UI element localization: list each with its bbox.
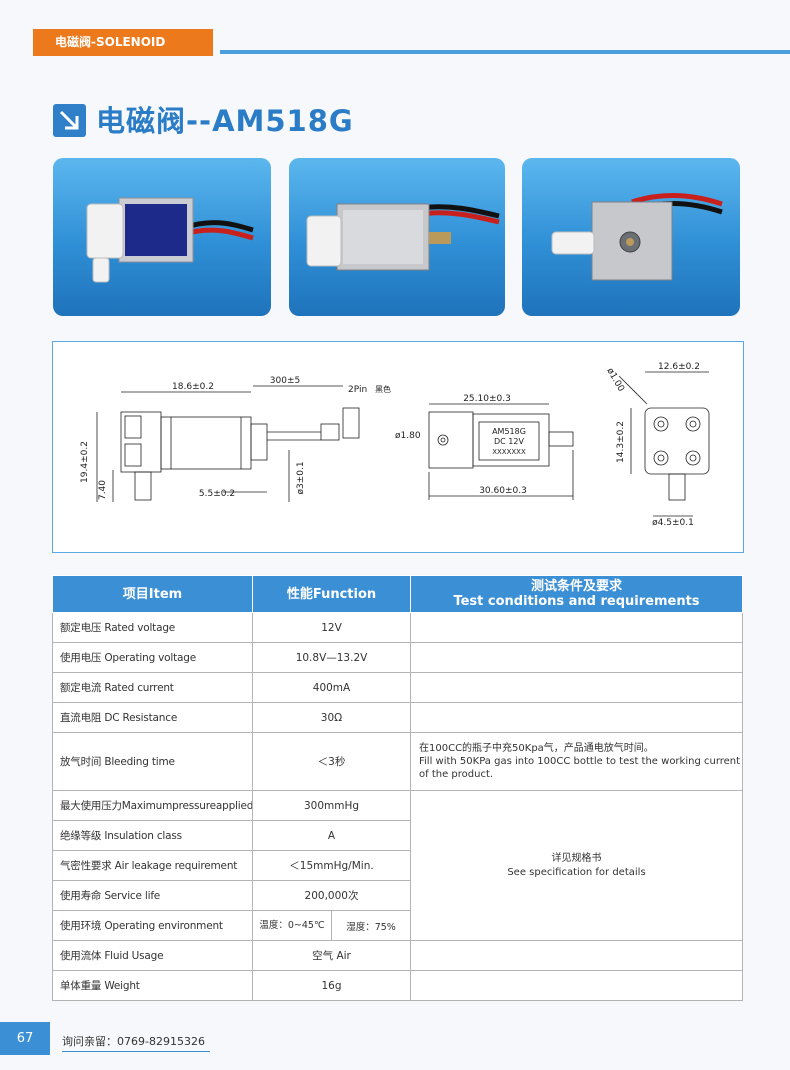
dimension-drawing: 18.6±0.2 300±5 2Pin 黑色 19.4±0.2 7.40 5.5… [52,341,744,553]
front-view [96,385,360,502]
environment-humidity: 湿度：75% [346,921,396,933]
table-row: 气密性要求 Air leakage requirement ＜15mmHg/Mi… [52,850,743,881]
top-dim-hole: ø1.80 [395,431,421,441]
row-condition [410,612,743,643]
row-function: 12V [252,612,411,643]
front-dim-lead: 300±5 [270,376,300,386]
header-conditions-cn: 测试条件及要求 [530,579,622,594]
row-function: A [252,820,411,851]
table-row: 放气时间 Bleeding time ＜3秒 在100CC的瓶子中充50Kpa气… [52,732,743,791]
header-item: 项目Item [52,575,253,613]
top-view [428,403,574,500]
row-function: 200,000次 [252,880,411,911]
row-condition [410,702,743,733]
contact-phone: 询问亲留：0769-82915326 [62,1033,210,1052]
front-dim-body: 18.6±0.2 [172,382,214,392]
row-item: 直流电阻 DC Resistance [52,702,253,733]
header-function: 性能Function [252,575,411,613]
table-row: 单体重量 Weight 16g [52,970,743,1001]
table-row: 使用流体 Fluid Usage 空气 Air [52,940,743,971]
row-function: 400mA [252,672,411,703]
bleeding-condition-cn: 在100CC的瓶子中充50Kpa气，产品通电放气时间。 [419,743,654,754]
product-photo-front [53,158,271,316]
header-conditions-en: Test conditions and requirements [453,594,700,609]
spec-note-cn: 详见规格书 [551,852,602,864]
row-function: 300mmHg [252,790,411,821]
row-function: ＜15mmHg/Min. [252,850,411,881]
row-item: 使用寿命 Service life [52,880,253,911]
row-item: 额定电流 Rated current [52,672,253,703]
arrow-down-right-icon [53,104,86,137]
page-number: 67 [0,1022,50,1055]
row-item: 使用环境 Operating environment [52,910,253,941]
side-dim-port: ø4.5±0.1 [652,518,694,528]
front-dim-height: 19.4±0.2 [80,441,90,483]
row-item: 最大使用压力Maximumpressureapplied [52,790,253,821]
environment-temperature: 温度：0~45℃ [253,911,332,940]
row-function: 空气 Air [252,940,411,971]
front-dim-port-height: 7.40 [98,480,108,500]
row-item: 绝缘等级 Insulation class [52,820,253,851]
row-item: 额定电压 Rated voltage [52,612,253,643]
side-view [618,371,710,517]
table-row: 额定电压 Rated voltage 12V [52,612,743,643]
row-function-environment: 温度：0~45℃ 湿度：75% [252,910,411,941]
row-function: 16g [252,970,411,1001]
table-row: 绝缘等级 Insulation class A [52,820,743,851]
top-label-line2: DC 12V [494,437,524,446]
top-dim-total: 30.60±0.3 [479,486,527,496]
spec-note: 详见规格书 See specification for details [410,790,743,941]
row-item: 单体重量 Weight [52,970,253,1001]
row-function: 10.8V—13.2V [252,642,411,673]
table-header-row: 项目Item 性能Function 测试条件及要求 Test condition… [52,575,743,613]
row-condition [410,940,743,971]
front-dim-lead-dia: ø3±0.1 [296,461,306,494]
spec-table: 项目Item 性能Function 测试条件及要求 Test condition… [52,575,743,1001]
bleeding-condition: 在100CC的瓶子中充50Kpa气，产品通电放气时间。 Fill with 50… [410,732,743,791]
row-item: 放气时间 Bleeding time [52,732,253,791]
row-condition [410,642,743,673]
table-row: 直流电阻 DC Resistance 30Ω [52,702,743,733]
row-function: 30Ω [252,702,411,733]
row-function: ＜3秒 [252,732,411,791]
row-item: 使用流体 Fluid Usage [52,940,253,971]
product-photo-side [289,158,505,316]
row-item: 气密性要求 Air leakage requirement [52,850,253,881]
top-dim-length: 25.10±0.3 [463,394,511,404]
product-photo-back [522,158,740,316]
table-row: 使用环境 Operating environment 温度：0~45℃ 湿度：7… [52,910,743,941]
row-condition [410,970,743,1001]
top-label-line1: AM518G [492,427,526,436]
front-dim-offset: 5.5±0.2 [199,489,235,499]
table-row: 最大使用压力Maximumpressureapplied 300mmHg 详见规… [52,790,743,941]
top-label-line3: XXXXXXX [492,448,526,456]
category-tag: 电磁阀-SOLENOID [33,29,213,56]
row-condition [410,672,743,703]
front-connector-label: 2Pin [348,385,367,395]
spec-note-en: See specification for details [507,866,646,878]
table-row: 额定电流 Rated current 400mA [52,672,743,703]
header-rule [220,50,790,54]
page-title: 电磁阀--AM518G [96,104,354,138]
table-row: 使用电压 Operating voltage 10.8V—13.2V [52,642,743,673]
bleeding-condition-en: Fill with 50KPa gas into 100CC bottle to… [419,756,741,780]
front-connector-color: 黑色 [375,384,391,394]
side-dim-width: 12.6±0.2 [658,362,700,372]
header-conditions: 测试条件及要求 Test conditions and requirements [410,575,743,613]
row-item: 使用电压 Operating voltage [52,642,253,673]
side-dim-height: 14.3±0.2 [616,421,626,463]
